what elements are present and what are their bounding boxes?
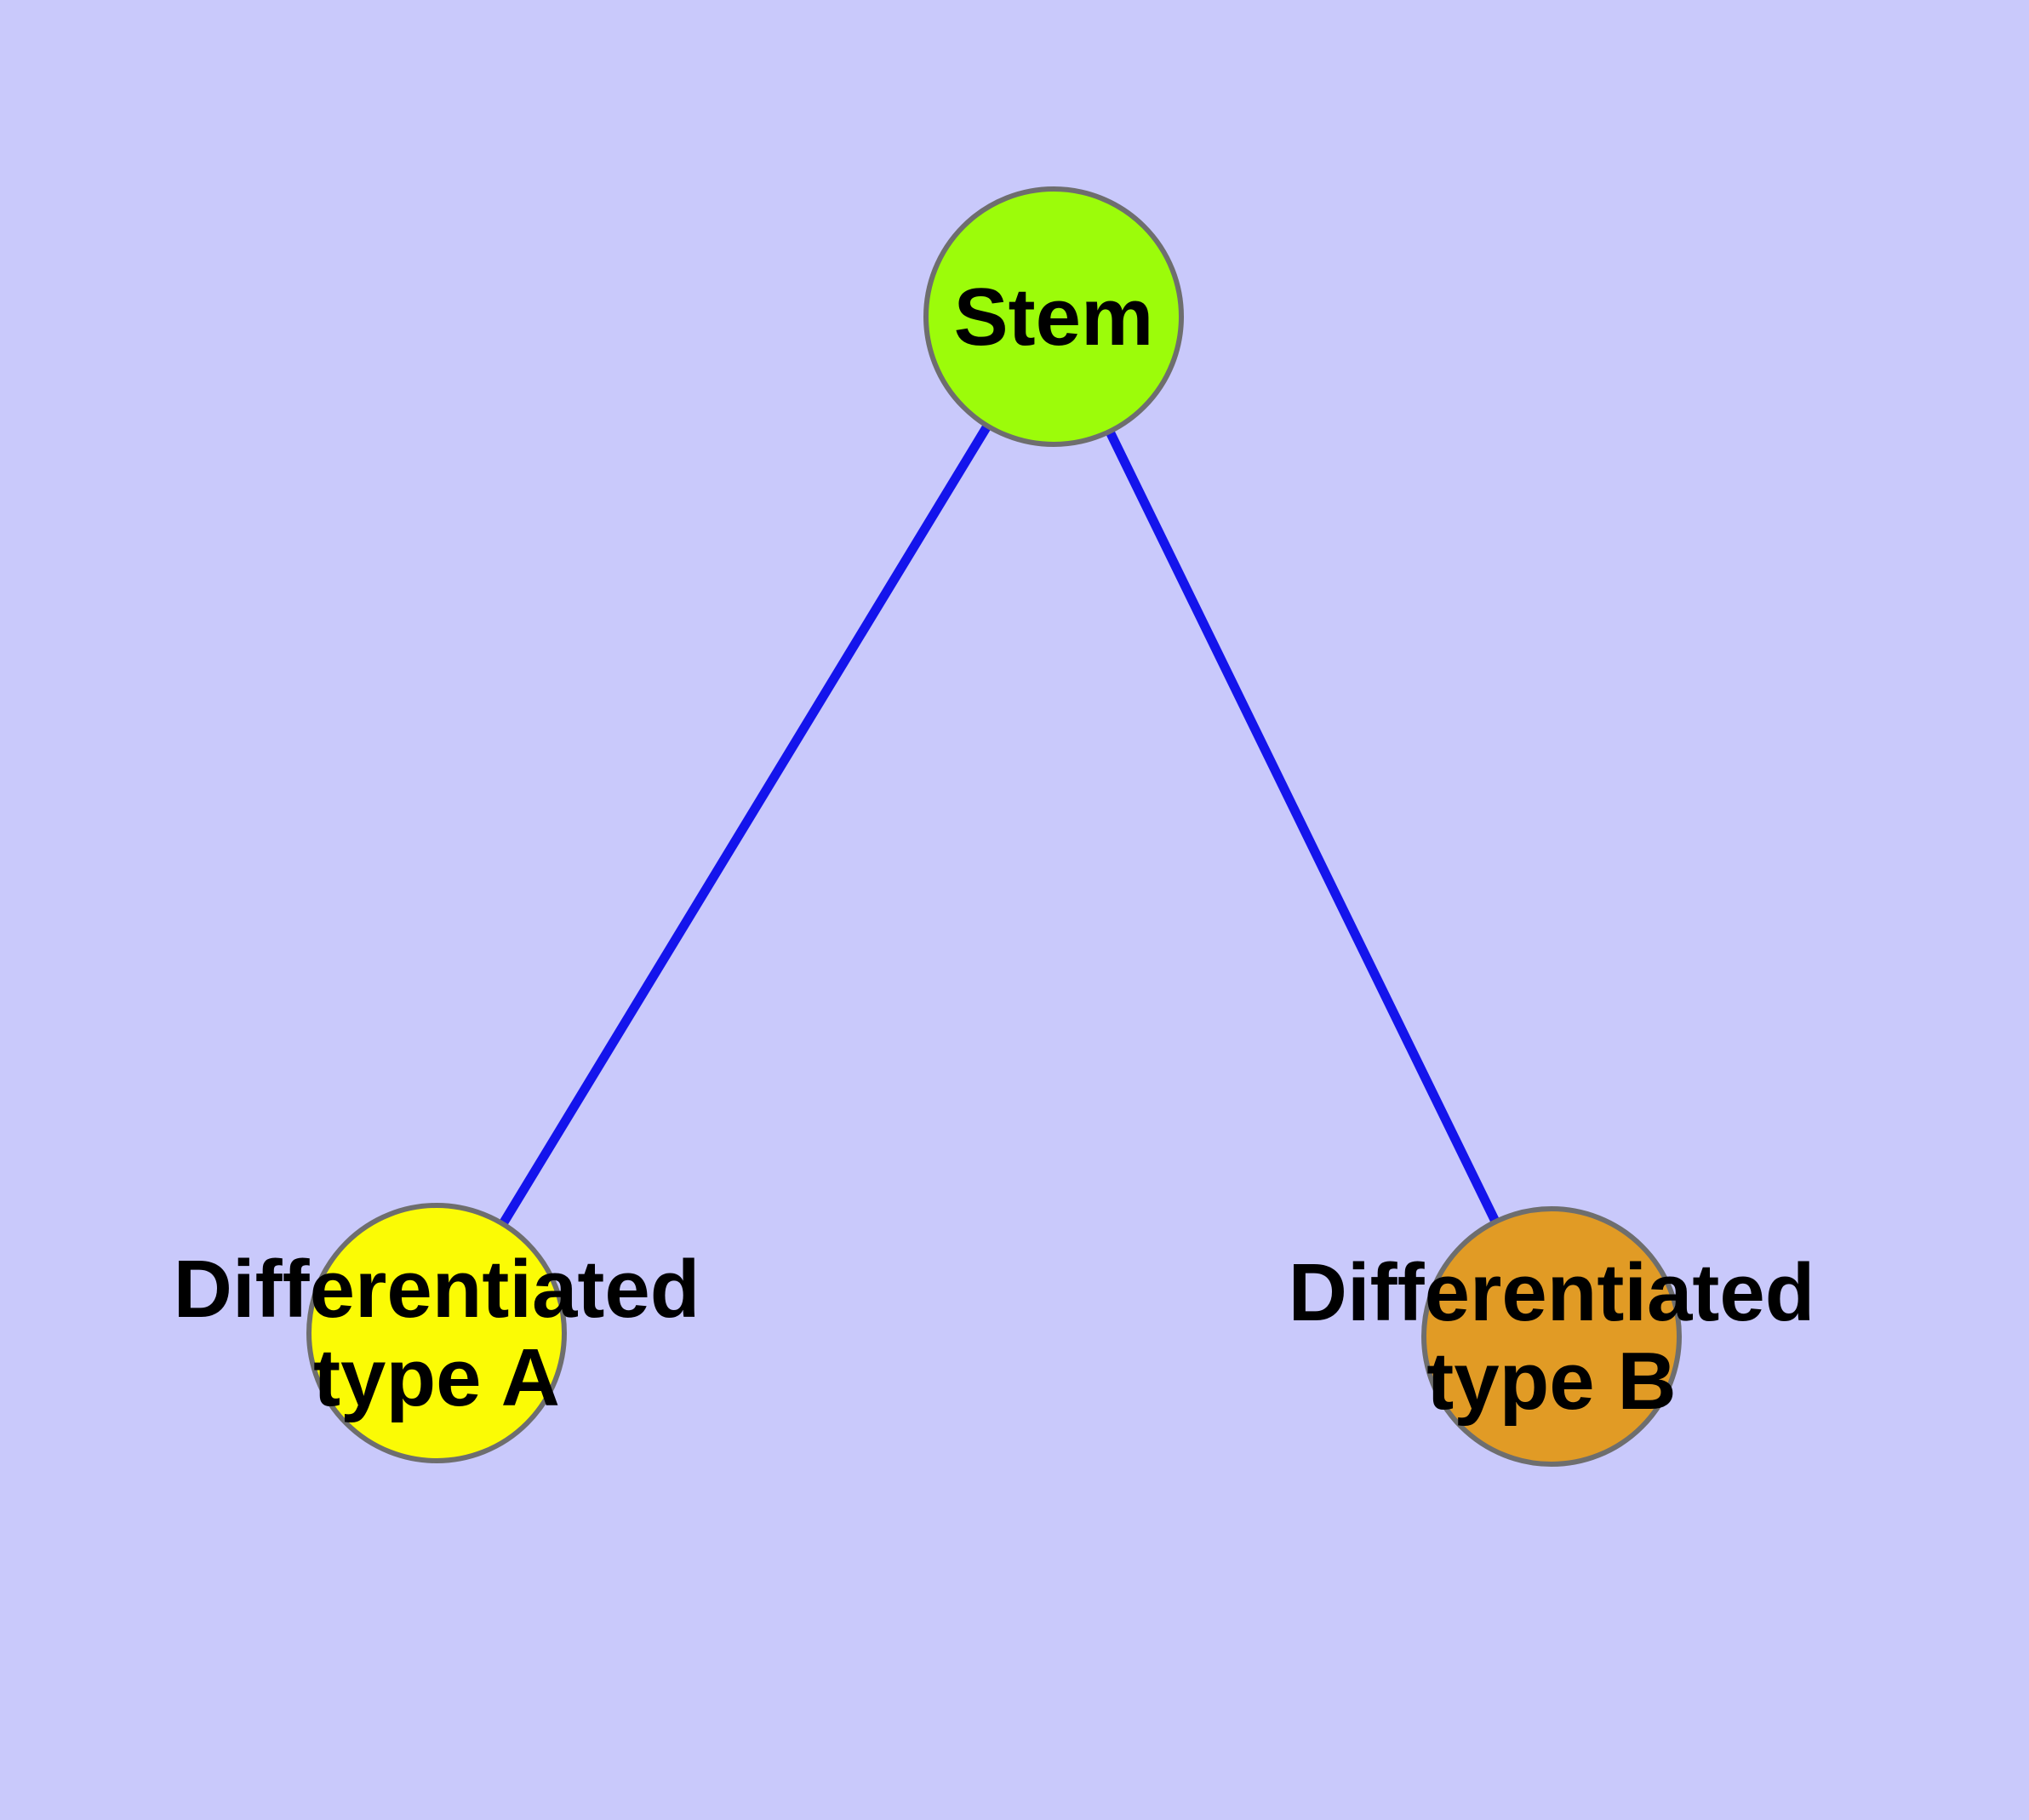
edges-layer (497, 420, 1501, 1230)
edge-stem-to-diff-b (1104, 426, 1501, 1228)
node-label-line: Differentiated (174, 1244, 700, 1335)
node-label-stem: Stem (954, 272, 1154, 363)
node-diff-a[interactable] (306, 1203, 567, 1463)
node-label-line: Stem (954, 272, 1154, 363)
node-label-line: type B (1426, 1336, 1676, 1427)
edge-stem-to-diff-a (497, 420, 993, 1230)
node-diff-b[interactable] (1421, 1206, 1682, 1467)
nodes-layer (306, 186, 1682, 1467)
node-label-line: Differentiated (1289, 1247, 1815, 1338)
node-stem[interactable] (923, 186, 1184, 447)
node-label-line: type A (313, 1332, 560, 1423)
